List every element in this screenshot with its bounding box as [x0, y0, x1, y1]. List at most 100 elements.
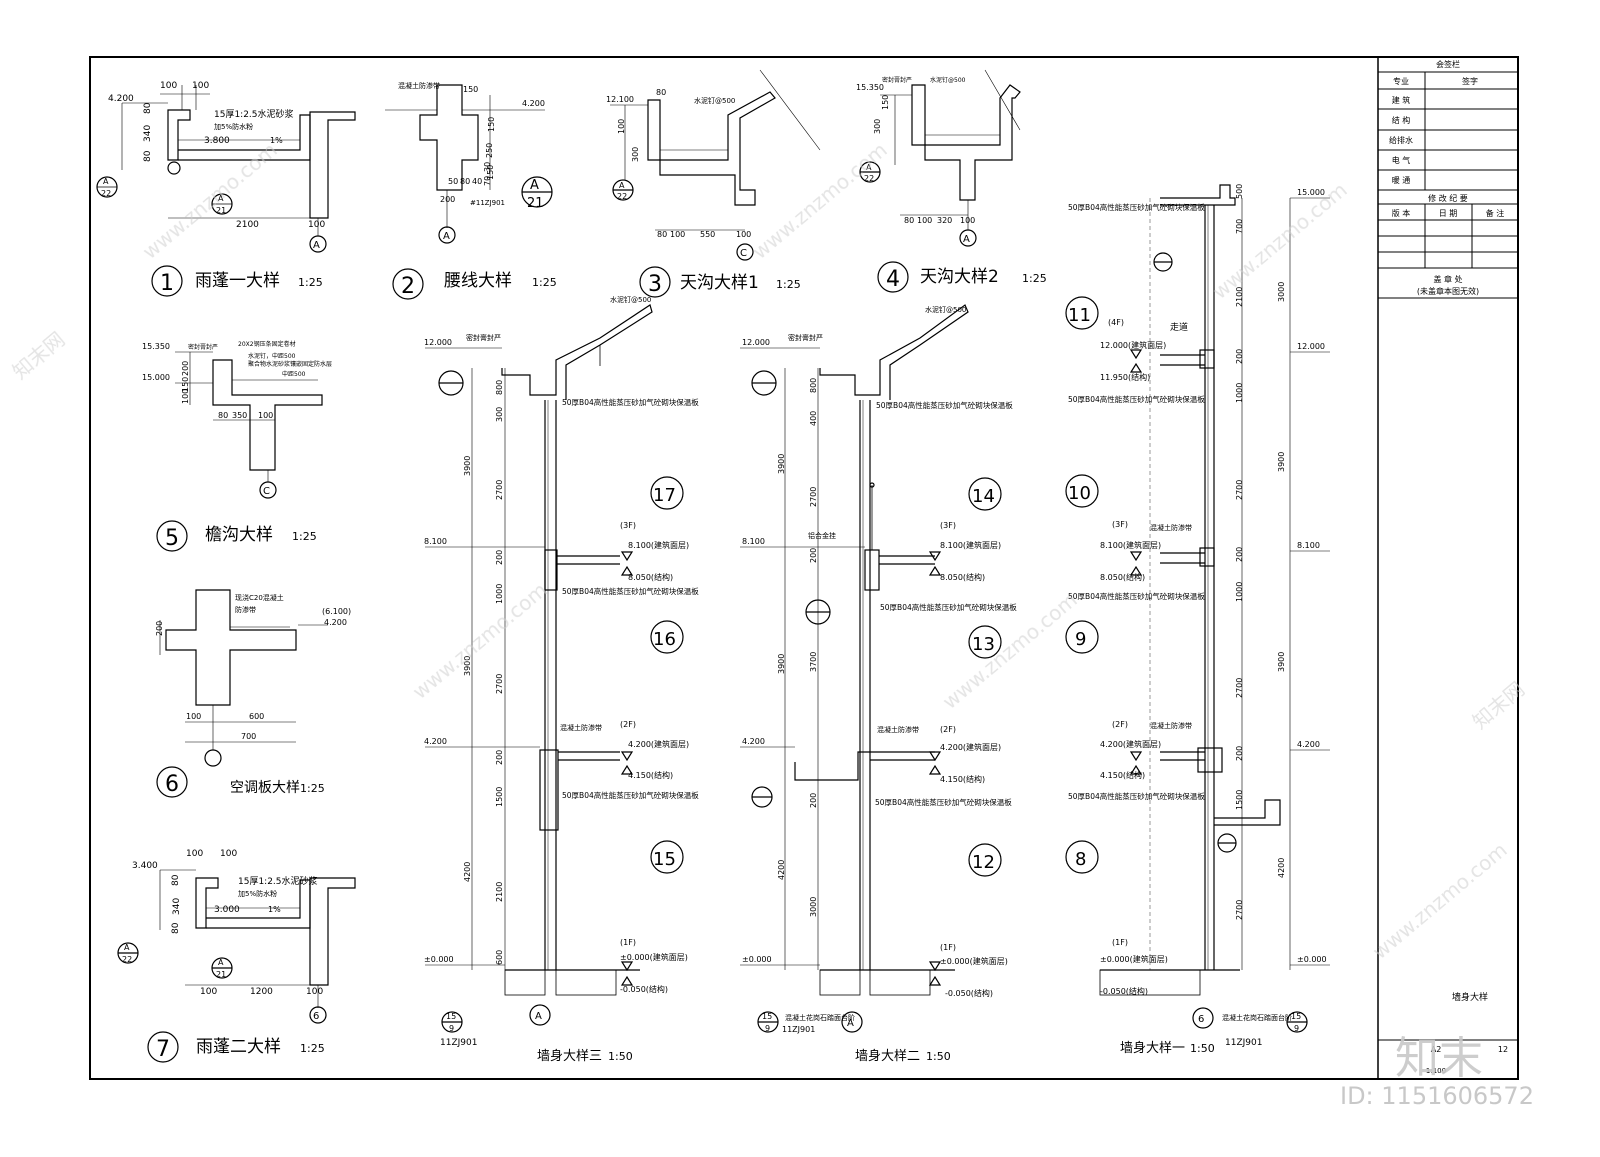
d5-dim-200: 200: [181, 361, 190, 376]
d3-dim-300: 300: [631, 147, 640, 162]
w2-seal: 混凝土防渗带: [877, 725, 919, 734]
w1-f2-b: 4.150(结构): [1100, 770, 1145, 780]
d7-dim-100a: 100: [186, 849, 203, 859]
d7-title: 雨蓬二大样: [196, 1037, 281, 1057]
d7-dim-100d: 100: [306, 987, 323, 997]
d2-dim-250: 250: [485, 143, 494, 158]
d7-note-3: 1%: [268, 905, 281, 914]
d4-ref-b: 22: [864, 174, 874, 183]
d4-dim-100b: 100: [960, 216, 975, 225]
w2-f3-a: 8.100(建筑面层): [940, 540, 1001, 550]
d3-dim-80a: 80: [656, 88, 666, 97]
watermark-logo: 知末: [1395, 1033, 1483, 1084]
w2-room-13: 13: [972, 634, 995, 655]
w2-level-12: 12.000: [742, 338, 770, 347]
w1-level-12: 12.000: [1297, 342, 1325, 351]
d5-note-1: 密封膏封严: [188, 343, 218, 351]
d1-dim-80b: 80: [143, 150, 153, 162]
w1-dim-200c: 200: [1235, 746, 1244, 761]
d1-note-3: 1%: [270, 136, 283, 145]
w1-f1: (1F): [1112, 938, 1128, 947]
d2-dim-150c: 150: [486, 165, 495, 180]
w3-scale: 1:50: [608, 1050, 633, 1063]
d2-dim-30: 30: [483, 162, 492, 172]
sheet-number: 12: [1498, 1045, 1508, 1054]
w2-extra: 铝合金挂: [808, 531, 836, 540]
d2-ref-a: A: [530, 178, 539, 193]
w3-dim-2700b: 2700: [495, 674, 504, 694]
d5-scale: 1:25: [292, 530, 317, 543]
d7-dim-340: 340: [172, 898, 182, 915]
wall-section-1: 15.000 12.000 8.100 4.200 ±0.000 3000 39…: [1065, 184, 1330, 1056]
w2-dim-3900b: 3900: [777, 654, 786, 674]
w3-dim-200a: 200: [495, 550, 504, 565]
d3-ref-a: A: [619, 181, 625, 190]
w1-f1-b: -0.050(结构): [1100, 986, 1148, 996]
d7-ref2-a: A: [218, 958, 224, 967]
d7-dim-80b: 80: [171, 922, 181, 934]
d2-dim-80: 80: [460, 177, 470, 186]
d3-dim-80b: 80: [657, 230, 667, 239]
d3-note: 水泥钉@500: [694, 96, 735, 105]
d5-dim-100b: 100: [258, 411, 273, 420]
d7-axis: 6: [313, 1011, 319, 1022]
w2-dim-200b: 200: [809, 548, 818, 563]
w2-insul-3: 50厚B04高性能蒸压砂加气砼砌块保温板: [875, 797, 1012, 807]
d4-dim-320: 320: [937, 216, 952, 225]
w1-dim-3900a: 3900: [1277, 452, 1286, 472]
w3-dim-3900a: 3900: [463, 456, 472, 476]
w2-foot-ref: 11ZJ901: [782, 1025, 815, 1034]
w3-insul-2: 50厚B04高性能蒸压砂加气砼砌块保温板: [562, 586, 699, 596]
d4-level: 15.350: [856, 83, 884, 92]
d5-axis: C: [263, 486, 270, 497]
w2-level-4: 4.200: [742, 737, 765, 746]
d2-number: 2: [401, 274, 415, 299]
w3-dim-1500: 1500: [495, 787, 504, 807]
d4-ref-a: A: [866, 163, 872, 172]
w2-level-0: ±0.000: [742, 955, 772, 964]
discipline-struct: 结 构: [1392, 115, 1411, 125]
w3-title: 墙身大样三: [537, 1048, 602, 1064]
w2-f2-b: 4.150(结构): [940, 774, 985, 784]
watermark-site-1: www.znzmo.com: [138, 138, 282, 264]
w3-room-16: 16: [653, 629, 676, 650]
watermark-brand-1: 知末网: [8, 327, 69, 384]
w3-dim-200b: 200: [495, 750, 504, 765]
w3-top-note-1: 密封膏封严: [466, 333, 501, 342]
d1-dim-340: 340: [143, 125, 153, 142]
w3-f3-b: 8.050(结构): [628, 572, 673, 582]
d7-dim-100b: 100: [220, 849, 237, 859]
w1-dim-500: 500: [1235, 184, 1244, 199]
d4-dim-300: 300: [873, 119, 882, 134]
d6-scale: 1:25: [300, 782, 325, 795]
w2-dim-2700: 2700: [809, 487, 818, 507]
w1-dim-4200: 4200: [1277, 858, 1286, 878]
d2-level: 4.200: [522, 99, 545, 108]
w1-dim-2700c: 2700: [1235, 900, 1244, 920]
w1-extra: 走道: [1170, 321, 1188, 333]
drawing-name: 墙身大样: [1452, 991, 1488, 1003]
col-signature: 签字: [1462, 76, 1478, 86]
w3-room-17: 17: [653, 485, 676, 506]
rev-col-note: 备 注: [1486, 208, 1505, 218]
revision-header: 修 改 纪 要: [1428, 193, 1468, 203]
w3-insul-1: 50厚B04高性能蒸压砂加气砼砌块保温板: [562, 397, 699, 407]
w1-f4-b: 11.950(结构): [1100, 372, 1150, 382]
d4-dim-100a: 100: [917, 216, 932, 225]
w3-f1-b: -0.050(结构): [620, 984, 668, 994]
d7-level: 3.400: [132, 861, 158, 871]
w1-room-10: 10: [1068, 483, 1091, 504]
d3-dim-100b: 100: [670, 230, 685, 239]
w3-level-12: 12.000: [424, 338, 452, 347]
w2-insul-2: 50厚B04高性能蒸压砂加气砼砌块保温板: [880, 602, 1017, 612]
d1-ref2-a: A: [218, 194, 224, 203]
w3-f3: (3F): [620, 521, 636, 530]
w1-f2-a: 4.200(建筑面层): [1100, 739, 1161, 749]
d6-dim-100: 100: [186, 712, 201, 721]
w3-axis: A: [535, 1011, 542, 1022]
detail-5-eave-gutter: 15.350 15.000 200 150 100 80 350 100 密封膏…: [142, 340, 332, 552]
d1-number: 1: [160, 271, 174, 296]
w3-f1-a: ±0.000(建筑面层): [620, 952, 688, 962]
w3-level-4: 4.200: [424, 737, 447, 746]
d4-dim-80: 80: [904, 216, 914, 225]
